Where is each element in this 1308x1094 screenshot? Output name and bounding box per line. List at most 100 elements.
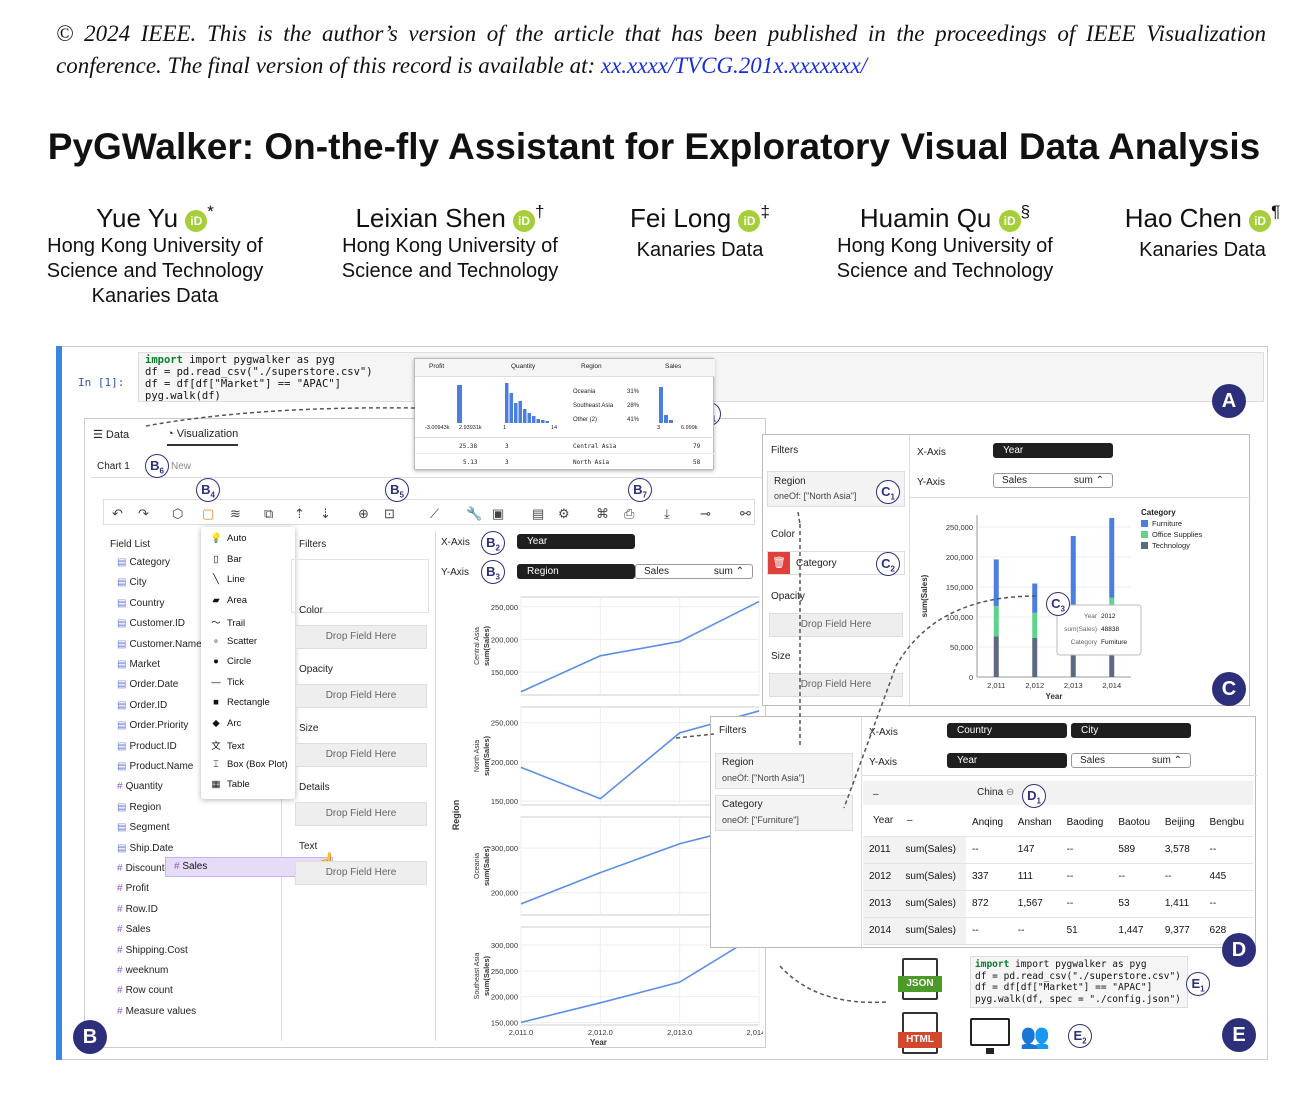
mark-menu-item[interactable]: ◆Arc (209, 718, 241, 729)
redo-icon[interactable]: ↷ (138, 506, 149, 521)
field-item[interactable]: ▤Customer.Name (117, 639, 202, 650)
field-item[interactable]: #Measure values (117, 1006, 196, 1017)
tab-visualization[interactable]: ◔ Visualization (167, 428, 239, 446)
mark-menu-item[interactable]: 〜Trail (209, 615, 245, 629)
author-3: Fei Long iD‡ Kanaries Data (600, 196, 800, 263)
tooltip-box (1056, 604, 1142, 656)
stack-icon[interactable]: ≋ (230, 506, 241, 521)
mark-menu-item[interactable]: —Tick (209, 677, 244, 688)
y-axis-pill-region[interactable]: Region (517, 564, 635, 579)
mark-menu-item[interactable]: ⌶Box (Box Plot) (209, 759, 288, 770)
field-item[interactable]: #Row.ID (117, 904, 158, 915)
mark-icon: ▦ (211, 779, 221, 790)
field-item[interactable]: ▤Product.ID (117, 741, 177, 752)
y-axis-label: Y-Axis (441, 567, 469, 578)
field-item[interactable]: #weeknum (117, 965, 168, 976)
tab-data[interactable]: ☰ Data (93, 429, 130, 441)
connect-icon[interactable]: ⊸ (700, 506, 711, 521)
zoom-icon[interactable]: ⊕ (358, 506, 369, 521)
download-icon[interactable]: ⤓ (664, 506, 670, 521)
dragging-field[interactable]: # Sales (165, 857, 333, 877)
size-drop-zone[interactable]: Drop Field Here (295, 743, 427, 767)
orcid-icon[interactable]: iD (513, 210, 536, 232)
orcid-icon[interactable]: iD (998, 210, 1021, 232)
aggregation-icon[interactable]: ⬡ (172, 506, 184, 521)
field-item[interactable]: ▤Order.Priority (117, 720, 188, 731)
json-file-icon[interactable]: JSON (898, 958, 942, 1000)
field-item[interactable]: ▤Market (117, 659, 160, 670)
field-item[interactable]: #Discount (117, 863, 164, 874)
sort-desc-icon[interactable]: ⇣ (320, 506, 331, 521)
brush-icon[interactable]: ⟋ (430, 506, 440, 521)
c-size-drop[interactable]: Drop Field Here (769, 673, 903, 697)
mark-menu-item[interactable]: ■Rectangle (209, 697, 270, 708)
filters-shelf[interactable] (291, 559, 429, 613)
export-icon[interactable]: ⎙ (624, 506, 635, 521)
transpose-icon[interactable]: ⧉ (264, 506, 274, 521)
field-item[interactable]: ▤Ship.Date (117, 843, 173, 854)
settings-icon[interactable]: ⚙ (558, 506, 570, 521)
orcid-icon[interactable]: iD (185, 210, 208, 232)
y-tick-label: 150,000 (491, 1018, 518, 1027)
field-item[interactable]: #Quantity (117, 781, 163, 792)
field-item[interactable]: ▤Customer.ID (117, 618, 185, 629)
c-x-pill[interactable]: Year (993, 443, 1113, 458)
field-item[interactable]: ▤Order.ID (117, 700, 167, 711)
opacity-shelf-label: Opacity (299, 664, 333, 675)
mark-menu-item[interactable]: ●Circle (209, 656, 251, 667)
mark-menu-item[interactable]: ▯Bar (209, 554, 241, 565)
new-chart-tab[interactable]: New (171, 461, 192, 472)
field-item[interactable]: ▤Product.Name (117, 761, 193, 772)
mark-menu-item[interactable]: ╲Line (209, 574, 245, 585)
d-filter-region[interactable]: Region oneOf: ["North Asia"] (715, 753, 853, 789)
mark-menu-item[interactable]: ▦Table (209, 779, 250, 790)
mark-menu-item[interactable]: 💡Auto (209, 533, 246, 544)
code-icon[interactable]: ⌘ (596, 506, 609, 521)
field-item[interactable]: ▤Region (117, 802, 161, 813)
field-item[interactable]: ▤Country (117, 598, 164, 609)
html-file-icon[interactable]: HTML (898, 1012, 942, 1054)
field-item[interactable]: #Sales (117, 924, 151, 935)
marker-c3: C3 (1046, 592, 1070, 616)
field-item[interactable]: ▤Segment (117, 822, 169, 833)
field-item[interactable]: ▤Order.Date (117, 679, 178, 690)
mark-menu-item[interactable]: ▰Area (209, 595, 247, 606)
link-icon[interactable]: ⚯ (740, 506, 751, 521)
delete-icon[interactable]: 🗑 (768, 552, 790, 574)
layout-icon[interactable]: ⊡ (384, 506, 395, 521)
d-y-pill-year[interactable]: Year (947, 753, 1067, 768)
wrench-icon[interactable]: 🔧 (466, 506, 483, 521)
d-x-pill-country[interactable]: Country (947, 723, 1067, 738)
orcid-icon[interactable]: iD (738, 210, 761, 232)
c-color-field[interactable]: 🗑 Category (767, 551, 905, 575)
field-item[interactable]: #Row count (117, 985, 173, 996)
mark-menu-item[interactable]: ∘Scatter (209, 636, 257, 647)
field-item[interactable]: #Shipping.Cost (117, 945, 188, 956)
field-item[interactable]: #Profit (117, 883, 149, 894)
table-icon[interactable]: ▤ (532, 506, 545, 521)
orcid-icon[interactable]: iD (1249, 210, 1272, 232)
text-drop-zone[interactable]: Drop Field Here (295, 861, 427, 885)
c-opacity-drop[interactable]: Drop Field Here (769, 613, 903, 637)
field-item[interactable]: ▤City (117, 577, 147, 588)
d-filter-category[interactable]: Category oneOf: ["Furniture"] (715, 795, 853, 831)
field-name: Product.ID (129, 740, 177, 752)
image-icon[interactable]: ▣ (492, 506, 505, 521)
d-x-pill-city[interactable]: City (1071, 723, 1191, 738)
field-item[interactable]: ▤Category (117, 557, 170, 568)
pivot-country-header[interactable]: China ⊖ (977, 787, 1015, 798)
color-drop-zone[interactable]: Drop Field Here (295, 625, 427, 649)
sort-asc-icon[interactable]: ⇡ (294, 506, 305, 521)
opacity-drop-zone[interactable]: Drop Field Here (295, 684, 427, 708)
doi-link[interactable]: xx.xxxx/TVCG.201x.xxxxxxx/ (600, 53, 868, 78)
export-code-cell[interactable]: import import pygwalker as pyg df = pd.r… (970, 956, 1188, 1008)
x-axis-pill-year[interactable]: Year (517, 534, 635, 549)
undo-icon[interactable]: ↶ (112, 506, 123, 521)
chart-tab[interactable]: Chart 1 (97, 461, 130, 472)
details-drop-zone[interactable]: Drop Field Here (295, 802, 427, 826)
mark-type-icon[interactable]: ▢ (202, 506, 215, 521)
